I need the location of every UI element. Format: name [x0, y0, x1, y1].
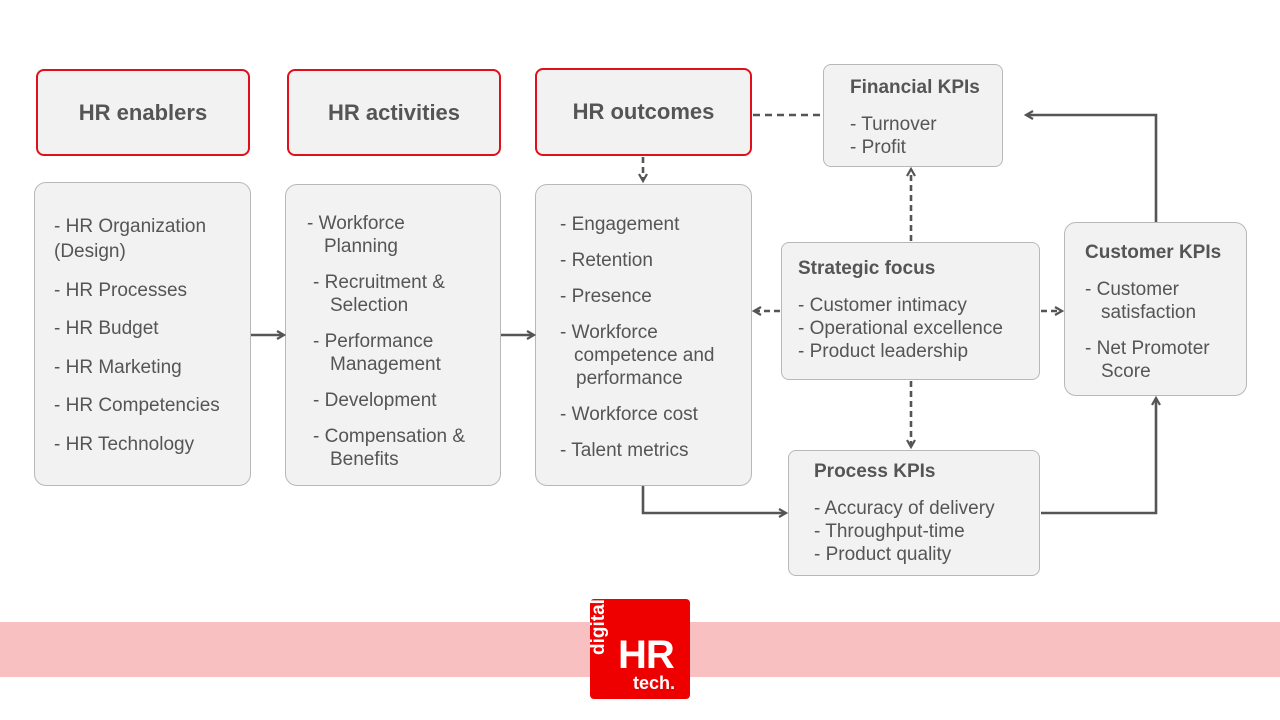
activity-item: Planning: [324, 236, 398, 257]
customer-kpis-title: Customer KPIs: [1085, 242, 1222, 263]
hr-outcomes-header-label: HR outcomes: [572, 99, 715, 124]
customer-kpi-item: Score: [1101, 361, 1151, 382]
arrow-outcomes-to-process: [641, 486, 786, 513]
outcome-item: - Engagement: [560, 214, 680, 235]
hr-activities-header: HR activities: [287, 69, 501, 156]
outcome-item: - Presence: [560, 286, 652, 307]
process-kpi-item: - Accuracy of delivery: [814, 498, 995, 519]
financial-kpis-box: Financial KPIs - Turnover - Profit: [823, 64, 1003, 167]
outcome-item: - Workforce cost: [560, 404, 698, 425]
outcome-item: - Workforce: [560, 322, 658, 343]
logo-tech-text: tech.: [633, 673, 676, 693]
hr-activities-box: - Workforce Planning - Recruitment & Sel…: [285, 184, 501, 486]
financial-kpi-item: - Profit: [850, 137, 906, 158]
enabler-item: - HR Organization: [54, 216, 207, 237]
hr-enablers-header: HR enablers: [36, 69, 250, 156]
hr-outcomes-header: HR outcomes: [535, 68, 752, 156]
process-kpis-title: Process KPIs: [814, 461, 936, 482]
hr-outcomes-box: - Engagement - Retention - Presence - Wo…: [535, 184, 752, 486]
activity-item: - Workforce: [307, 213, 405, 234]
process-kpi-item: - Throughput-time: [814, 521, 965, 542]
strategic-focus-item: - Product leadership: [798, 341, 969, 362]
hr-activities-header-label: HR activities: [327, 99, 461, 125]
enabler-item: - HR Competencies: [54, 395, 220, 416]
logo-hr-text: HR: [618, 633, 675, 677]
strategic-focus-title: Strategic focus: [798, 258, 936, 279]
strategic-focus-box: Strategic focus - Customer intimacy - Op…: [781, 242, 1040, 380]
process-kpis-box: Process KPIs - Accuracy of delivery - Th…: [788, 450, 1040, 576]
arrow-process-to-customer: [1041, 398, 1156, 515]
activity-item: - Performance: [313, 331, 434, 352]
outcome-item: competence and: [574, 345, 715, 366]
activity-item: Benefits: [330, 449, 399, 470]
customer-kpi-item: - Net Promoter: [1085, 338, 1210, 359]
financial-kpi-item: - Turnover: [850, 114, 937, 135]
activity-item: Management: [330, 354, 441, 375]
process-kpi-item: - Product quality: [814, 544, 952, 565]
enabler-item: - HR Processes: [54, 280, 188, 301]
strategic-focus-item: - Customer intimacy: [798, 295, 967, 316]
customer-kpi-item: satisfaction: [1101, 302, 1197, 323]
customer-kpis-box: Customer KPIs - Customer satisfaction - …: [1064, 222, 1247, 396]
activity-item: - Development: [313, 390, 437, 411]
enabler-item: (Design): [54, 241, 126, 262]
logo-digital-text: digital: [588, 599, 609, 655]
strategic-focus-item: - Operational excellence: [798, 318, 1003, 339]
activity-item: Selection: [330, 295, 409, 316]
enabler-item: - HR Technology: [54, 434, 195, 455]
financial-kpis-title: Financial KPIs: [850, 77, 980, 98]
hr-enablers-header-label: HR enablers: [78, 99, 208, 125]
hr-enablers-box: - HR Organization (Design) - HR Processe…: [34, 182, 251, 486]
outcome-item: performance: [576, 368, 683, 389]
enabler-item: - HR Marketing: [54, 357, 182, 378]
enabler-item: - HR Budget: [54, 318, 159, 339]
outcome-item: - Retention: [560, 250, 653, 271]
outcome-item: - Talent metrics: [560, 440, 689, 461]
customer-kpi-item: - Customer: [1085, 279, 1179, 300]
activity-item: - Compensation &: [313, 426, 466, 447]
arrow-customer-to-financial: [1026, 115, 1158, 222]
digital-hr-tech-logo: digital HR tech.: [588, 599, 690, 699]
activity-item: - Recruitment &: [313, 272, 445, 293]
